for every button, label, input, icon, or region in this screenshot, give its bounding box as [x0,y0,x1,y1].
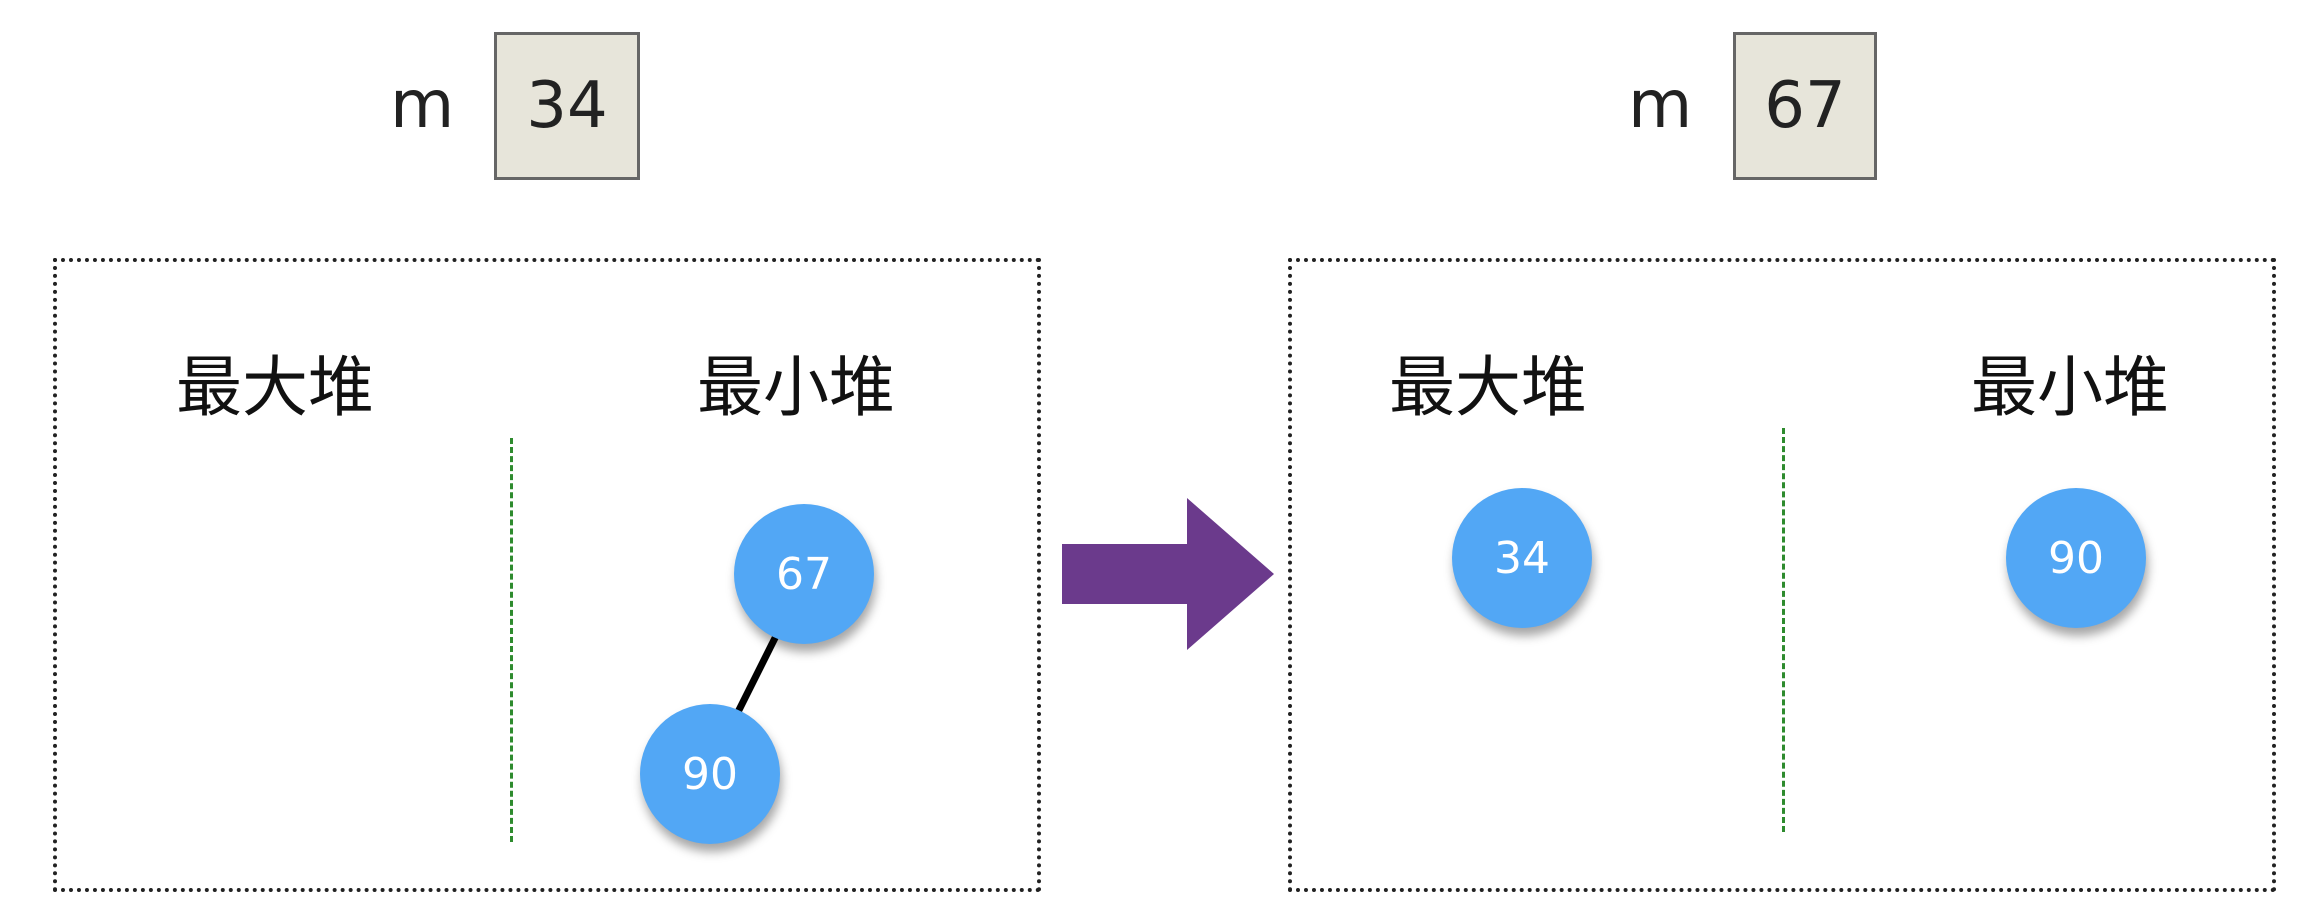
heap-divider-after [1782,428,1785,832]
min-heap-node-before-0: 67 [734,504,874,644]
min-heap-node-after-0: 90 [2006,488,2146,628]
max-heap-title-after: 最大堆 [1389,349,1587,426]
min-heap-node-before-1: 90 [640,704,780,844]
heap-panel-after [1288,258,2276,892]
min-heap-title-before: 最小堆 [697,349,895,426]
max-heap-title-before: 最大堆 [176,349,374,426]
heap-divider-before [510,438,513,842]
m-value-box-before: 34 [494,32,640,180]
min-heap-title-after: 最小堆 [1971,349,2169,426]
heap-panel-before [53,258,1041,892]
m-label-after: m [1628,66,1693,143]
max-heap-node-after-0: 34 [1452,488,1592,628]
m-value-box-after: 67 [1733,32,1877,180]
transition-arrow-icon [1062,498,1274,650]
m-label-before: m [390,66,455,143]
